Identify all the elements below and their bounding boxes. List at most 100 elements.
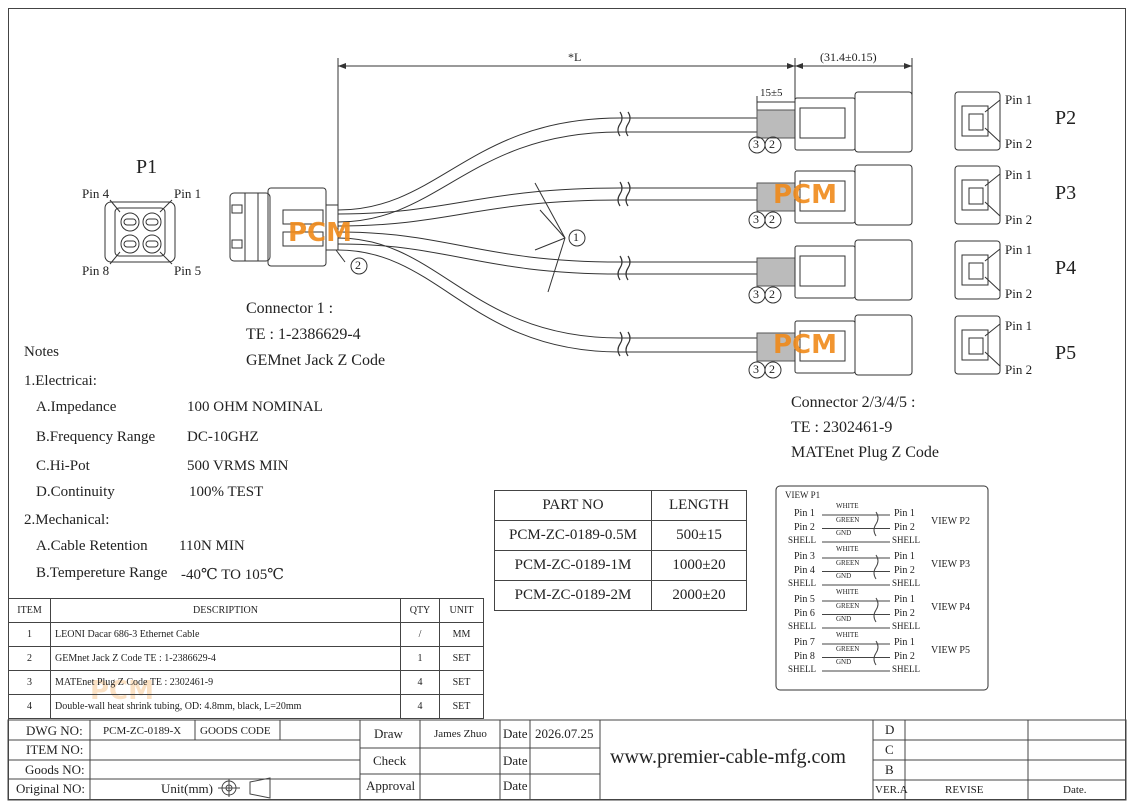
wire-color-label: GREEN — [836, 558, 860, 567]
wiring-target-pin: Pin 2 — [894, 607, 915, 619]
balloon-3: 3 — [753, 212, 759, 226]
bom-description: GEMnet Jack Z Code TE : 1-2386629-4 — [50, 646, 401, 671]
bom-unit: MM — [439, 622, 484, 647]
plug-name: P2 — [1055, 107, 1077, 129]
wiring-source-pin: Pin 1 — [794, 508, 815, 519]
part-number-cell: PCM-ZC-0189-1M — [494, 550, 652, 581]
cable-p3 — [337, 187, 757, 215]
wiring-source-pin: Pin 2 — [794, 521, 815, 533]
wiring-target-pin: Pin 2 — [894, 564, 915, 576]
wire-color-label: WHITE — [836, 631, 859, 639]
balloon-2: 2 — [769, 362, 775, 376]
pcm-watermark: PCM — [288, 218, 353, 248]
wire-color-label: GREEN — [836, 515, 860, 524]
wiring-source-pin: Pin 3 — [794, 551, 815, 562]
table-header: DESCRIPTION — [50, 598, 401, 623]
balloon-3: 3 — [753, 287, 759, 301]
cable-p2 — [337, 117, 757, 211]
wire-color-label: GND — [836, 658, 852, 666]
part-number-cell: PCM-ZC-0189-0.5M — [494, 520, 652, 551]
p1-pin-label: Pin 1 — [174, 186, 202, 201]
wiring-target-pin: Pin 2 — [894, 521, 915, 533]
balloon-2: 2 — [769, 287, 775, 301]
wiring-source-pin: SHELL — [788, 535, 816, 545]
p1-title: P1 — [136, 156, 158, 178]
plug-pin-label: Pin 1 — [1005, 167, 1033, 182]
bom-qty: 4 — [400, 694, 440, 719]
check-label: Check — [373, 753, 407, 768]
connector-1-label: Connector 1 : — [246, 300, 334, 317]
revision-row: B — [885, 762, 894, 777]
revision-row: C — [885, 742, 894, 757]
note-label: B.Tempereture Range — [36, 565, 168, 581]
wire-color-label: WHITE — [836, 545, 859, 553]
wiring-view-label: VIEW P3 — [931, 559, 970, 570]
date-value: 2026.07.25 — [535, 726, 594, 741]
wiring-target-pin: Pin 1 — [894, 551, 915, 562]
wiring-view-label: VIEW P5 — [931, 645, 970, 656]
wiring-target-pin: SHELL — [892, 578, 920, 588]
plug-name: P4 — [1055, 257, 1077, 279]
note-value: 110N MIN — [179, 538, 245, 554]
balloon-2: 2 — [769, 212, 775, 226]
note-value: 100 OHM NOMINAL — [187, 399, 323, 415]
table-row: 1 LEONI Dacar 686-3 Ethernet Cable / MM — [8, 622, 484, 647]
bom-description: LEONI Dacar 686-3 Ethernet Cable — [50, 622, 401, 647]
website: www.premier-cable-mfg.com — [610, 746, 846, 768]
note-label: B.Frequency Range — [36, 429, 156, 445]
p1-pin-label: Pin 4 — [82, 186, 110, 201]
bom-qty: / — [400, 622, 440, 647]
plug-pin-label: Pin 2 — [1005, 286, 1033, 301]
bom-unit: SET — [439, 694, 484, 719]
balloons — [350, 136, 782, 379]
table-row: PCM-ZC-0189-1M 1000±20 — [494, 550, 747, 581]
revision-row: D — [885, 722, 895, 737]
wire-color-label: WHITE — [836, 588, 859, 596]
length-cell: 500±15 — [651, 520, 747, 551]
note-value: 100% TEST — [189, 484, 264, 500]
plug-pin-label: Pin 1 — [1005, 242, 1033, 257]
wiring-source-pin: Pin 5 — [794, 594, 815, 605]
table-header: UNIT — [439, 598, 484, 623]
length-cell: 1000±20 — [651, 550, 747, 581]
date-label: Date — [503, 753, 528, 768]
connector-1-body — [229, 187, 339, 267]
note-value: -40℃ TO 105℃ — [181, 567, 285, 583]
table-row: 2 GEMnet Jack Z Code TE : 1-2386629-4 1 … — [8, 646, 484, 671]
bom-table: ITEM DESCRIPTION QTY UNIT 1 LEONI Dacar … — [8, 598, 484, 719]
mechanical-title: 2.Mechanical: — [24, 512, 110, 528]
wiring-source-pin: SHELL — [788, 578, 816, 588]
wiring-source-pin: Pin 4 — [794, 564, 815, 576]
wiring-source-pin: Pin 7 — [794, 637, 815, 648]
table-header: QTY — [400, 598, 440, 623]
bom-item: 3 — [8, 670, 51, 695]
date-label: Date — [503, 726, 528, 741]
plug-pin-label: Pin 2 — [1005, 362, 1033, 377]
bom-qty: 4 — [400, 670, 440, 695]
table-row: PCM-ZC-0189-0.5M 500±15 — [494, 520, 747, 551]
length-cell: 2000±20 — [651, 580, 747, 611]
plug-name: P5 — [1055, 342, 1077, 364]
draw-label: Draw — [374, 726, 403, 741]
table-header: PART NO — [494, 490, 652, 521]
note-value: 500 VRMS MIN — [187, 458, 289, 474]
wiring-view-label: VIEW P4 — [931, 602, 970, 613]
bom-description: MATEnet Plug Z Code TE : 2302461-9 — [50, 670, 401, 695]
connector-2-label: Connector 2/3/4/5 : — [791, 394, 916, 411]
connector-2-part: TE : 2302461-9 — [791, 419, 893, 436]
plug-face-views — [954, 91, 1001, 375]
balloon-2: 2 — [355, 258, 361, 272]
approval-label: Approval — [366, 778, 416, 793]
part-length-table: PART NO LENGTH PCM-ZC-0189-0.5M 500±15 P… — [494, 490, 747, 611]
wire-color-label: GREEN — [836, 601, 860, 610]
wiring-target-pin: Pin 1 — [894, 637, 915, 648]
balloon-3: 3 — [753, 137, 759, 151]
note-label: C.Hi-Pot — [36, 458, 90, 474]
plug-name: P3 — [1055, 182, 1077, 204]
plug-pin-label: Pin 2 — [1005, 136, 1033, 151]
bom-item: 4 — [8, 694, 51, 719]
wiring-target-pin: SHELL — [892, 621, 920, 631]
table-header: LENGTH — [651, 490, 747, 521]
wiring-source-pin: Pin 8 — [794, 650, 815, 662]
table-row: 3 MATEnet Plug Z Code TE : 2302461-9 4 S… — [8, 670, 484, 695]
